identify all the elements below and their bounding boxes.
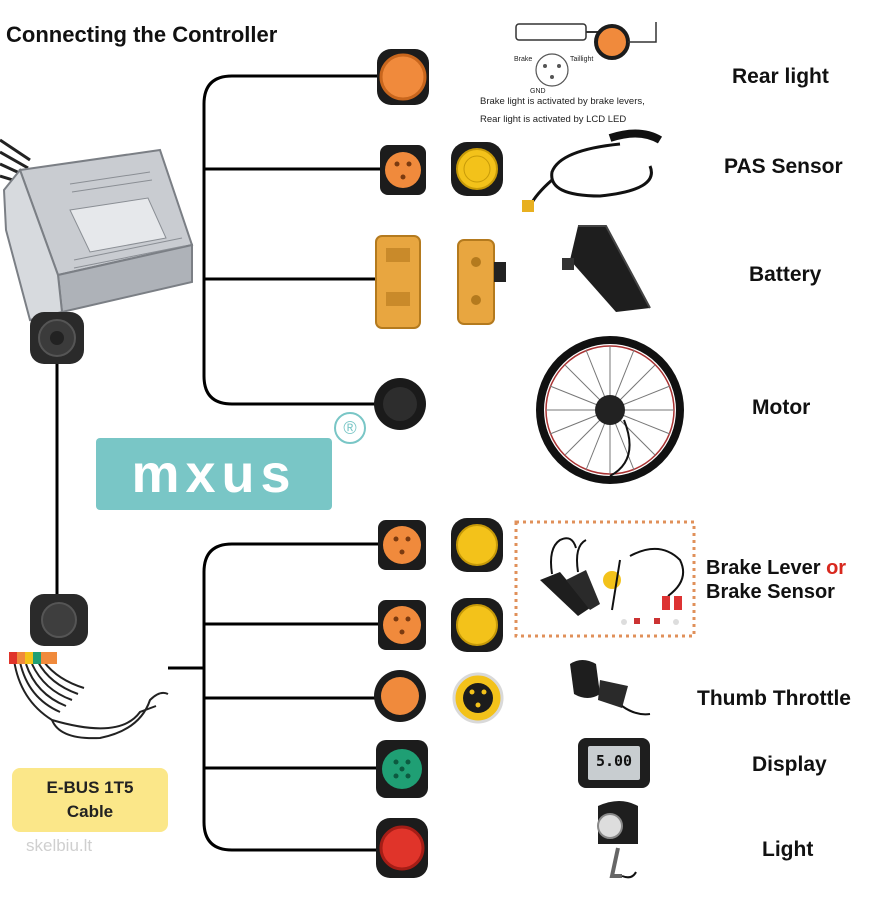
display-unit-icon xyxy=(578,738,650,788)
light-connector-icon xyxy=(376,818,428,878)
thumb-throttle-label: Thumb Throttle xyxy=(697,687,851,710)
brake-or-label: or xyxy=(826,557,847,579)
display-label: Display xyxy=(752,753,827,776)
display-connector-icon xyxy=(376,740,428,798)
registered-mark: ® xyxy=(334,412,366,444)
brake-sensor-female-connector-icon xyxy=(451,598,503,652)
motor-connector-icon xyxy=(374,378,426,430)
watermark: skelbiu.lt xyxy=(26,836,93,855)
rear-light-label: Rear light xyxy=(732,65,829,88)
throttle-female-connector-icon xyxy=(452,672,504,724)
brake-lever-icon xyxy=(540,537,600,616)
rear-light-connector-icon xyxy=(377,49,429,105)
battery-plug-female-icon xyxy=(457,239,506,325)
controller-ebus-connector-icon xyxy=(30,312,84,364)
rear-light-inset xyxy=(515,22,657,87)
brake-sensor-male-connector-icon xyxy=(378,600,426,650)
brake-label: Brake Lever or Brake Sensor xyxy=(706,556,846,604)
ebus-cable-tag: E-BUS 1T5 Cable xyxy=(12,768,168,832)
controller-icon xyxy=(0,138,194,322)
light-label: Light xyxy=(762,838,814,861)
ebus-cable-tag-line1: E-BUS 1T5 xyxy=(46,778,134,797)
battery-plug-male-icon xyxy=(375,235,421,329)
inset-pin-label-taillight: Taillight xyxy=(570,56,594,63)
ebus-harness-icon xyxy=(13,659,169,740)
inset-pin-label-gnd: GND xyxy=(530,88,546,95)
brake-lever-male-connector-icon xyxy=(378,520,426,570)
pas-female-connector-icon xyxy=(451,142,503,196)
mxus-logo: mxus xyxy=(96,438,332,510)
inset-note-line1: Brake light is activated by brake levers… xyxy=(480,96,645,107)
battery-label: Battery xyxy=(749,263,822,286)
brake-sensor-icon xyxy=(611,548,684,611)
motor-wheel-icon xyxy=(536,336,684,484)
ebus-cable-tag-line2: Cable xyxy=(66,802,114,821)
ebus-hub-connector-icon xyxy=(30,594,88,646)
display-readout: 5.00 xyxy=(595,752,633,770)
upper-bus-wire xyxy=(202,74,380,406)
throttle-male-connector-icon xyxy=(374,670,426,722)
pas-male-connector-icon xyxy=(380,145,426,195)
pas-sensor-icon xyxy=(522,129,663,212)
inset-pin-label-brake: Brake xyxy=(514,56,533,63)
inset-note-line2: Rear light is activated by LCD LED xyxy=(480,114,627,125)
brake-lever-label: Brake Lever xyxy=(706,557,821,579)
battery-icon xyxy=(562,225,651,312)
motor-label: Motor xyxy=(752,396,811,419)
brake-options-box xyxy=(514,520,696,638)
thumb-throttle-icon xyxy=(570,660,651,716)
diagram-title: Connecting the Controller xyxy=(6,22,278,47)
front-light-icon xyxy=(597,801,638,879)
brake-lever-female-connector-icon xyxy=(451,518,503,572)
ebus-harness-plugs-icon xyxy=(9,652,57,664)
brake-sensor-label: Brake Sensor xyxy=(706,581,835,603)
pas-sensor-label: PAS Sensor xyxy=(724,155,843,178)
